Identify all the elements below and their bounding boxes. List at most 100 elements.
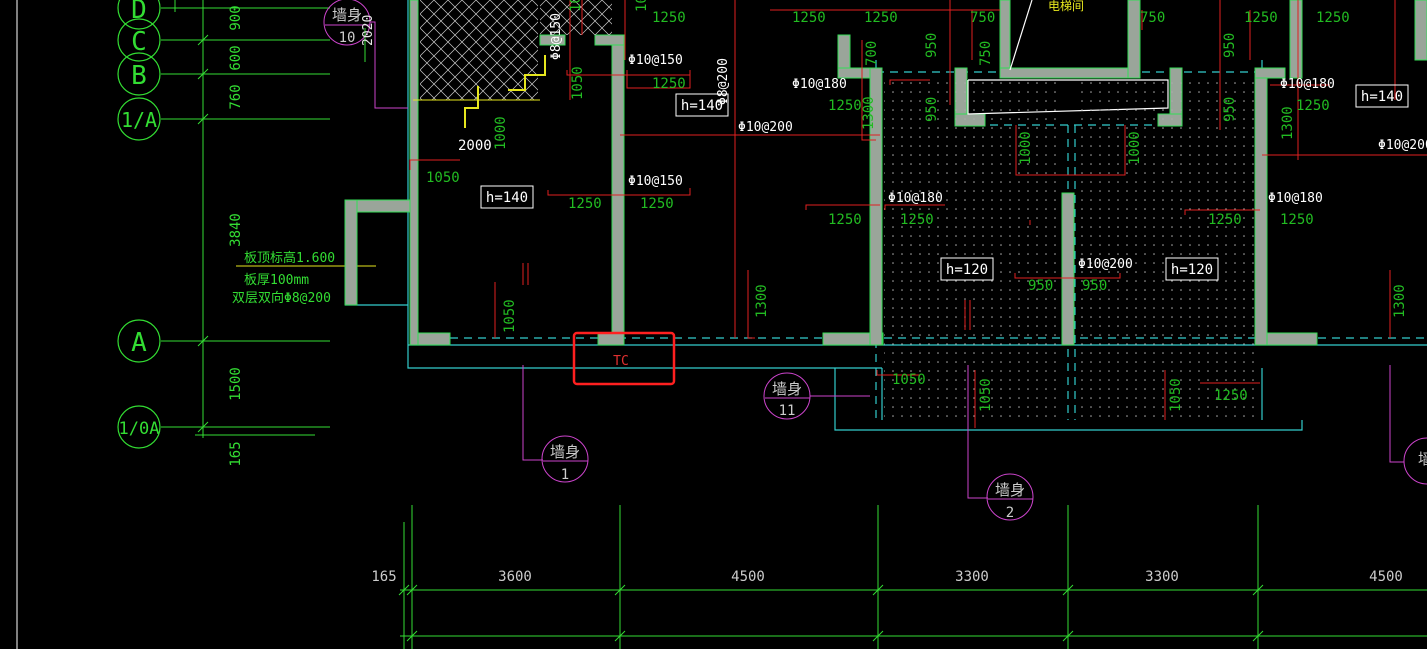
rebar-length: 1300 [861, 96, 877, 130]
vertical-dimensions: 900 600 760 3840 1500 165 [228, 5, 244, 466]
wall [1127, 0, 1141, 79]
stair-marks [413, 55, 546, 128]
rebar-length: 1000 [493, 116, 509, 150]
slab-note-line3: 双层双向Φ8@200 [232, 290, 331, 306]
rebar-length: 1050 [426, 170, 460, 186]
rebar-spec: Φ10@180 [1268, 191, 1323, 206]
dim-text: 165 [371, 569, 396, 585]
wall [594, 34, 625, 46]
rebar-length: 1050 [634, 0, 650, 12]
rebar-spec: Φ10@200 [738, 120, 793, 135]
rebar-length: 1050 [892, 372, 926, 388]
rebar-length: 1250 [828, 98, 862, 114]
wall [1061, 192, 1075, 346]
rebar-spec: Φ10@180 [792, 77, 847, 92]
axis-bubble-C[interactable]: C [117, 18, 161, 62]
wall [1414, 0, 1427, 61]
rebar-spec: Φ10@200 [1378, 138, 1427, 153]
slab-note: 板顶标高1.600 板厚100mm 双层双向Φ8@200 [232, 250, 376, 306]
wall [1289, 0, 1303, 79]
slab-thickness: h=140 [681, 98, 723, 114]
rebar-length: 1050 [570, 66, 586, 100]
dim-text: 900 [228, 5, 244, 30]
slab-note-line1: 板顶标高1.600 [244, 250, 335, 266]
dim-text: 3300 [955, 569, 989, 585]
rebar-length: 1250 [1244, 10, 1278, 26]
axis-bubble-10A[interactable]: 1/0A [117, 405, 161, 449]
wall [1254, 67, 1268, 346]
rebar-length: 1250 [652, 76, 686, 92]
wall [1266, 332, 1318, 346]
dim-text: 4500 [731, 569, 765, 585]
slab-thickness: h=140 [486, 190, 528, 206]
rebar-length: 950 [924, 33, 940, 58]
highlight-box-tc[interactable]: TC [572, 331, 676, 386]
axis-bubble-1A[interactable]: 1/A [117, 97, 161, 141]
rebar-spec: Φ10@150 [628, 53, 683, 68]
wall-tag-title: 墙身 [995, 481, 1025, 499]
rebar-spec: Φ8@200 [716, 58, 731, 105]
rebar-length: 950 [1082, 278, 1107, 294]
rebar-length: 750 [970, 10, 995, 26]
rebar-spec: Φ10@150 [628, 174, 683, 189]
rebar-length: 1250 [828, 212, 862, 228]
wall-tag-title: 墙身 [772, 380, 802, 398]
axis-label: 1/A [121, 108, 157, 132]
dim-text: 3300 [1145, 569, 1179, 585]
rebar-length: 1050 [978, 378, 994, 412]
rebar-length: 1250 [1296, 98, 1330, 114]
rebar-lines [409, 0, 1427, 428]
rebar-specs: Φ10@150 Φ10@150 Φ10@200 Φ8@150 Φ8@200 Φ1… [549, 13, 1427, 272]
slab-thickness: h=120 [946, 262, 988, 278]
rebar-length: 1250 [640, 196, 674, 212]
rebar-lengths: 1250 1250 1250 1250 1250 1250 1250 1250 … [426, 0, 1408, 412]
dim-text: 3600 [498, 569, 532, 585]
wall-tag-number: 10 [339, 30, 356, 46]
axis-label: B [131, 61, 147, 91]
dimension-grid-bottom [398, 505, 1427, 649]
axis-grid-left [161, 0, 330, 438]
wall [417, 332, 451, 346]
rebar-length: 1050 [502, 299, 518, 333]
rebar-length: 1250 [900, 212, 934, 228]
rebar-length: 2000 [458, 138, 492, 154]
rebar-length: 1250 [792, 10, 826, 26]
rebar-length: 950 [924, 97, 940, 122]
rebar-length: 1300 [754, 284, 770, 318]
dim-text: 1500 [228, 367, 244, 401]
dim-text: 3840 [228, 213, 244, 247]
slab-thickness: h=140 [1361, 89, 1403, 105]
wall-tag-title: 墙身 [550, 443, 580, 461]
rebar-length: 700 [864, 41, 880, 66]
dim-text: 760 [228, 84, 244, 109]
elevator-label: 电梯间 [1048, 0, 1084, 13]
slab-hatch [420, 0, 538, 100]
rebar-length: 950 [1222, 33, 1238, 58]
slab-thickness: h=120 [1171, 262, 1213, 278]
rebar-length: 1250 [568, 196, 602, 212]
rebar-spec: Φ10@180 [888, 191, 943, 206]
axis-bubble-B[interactable]: B [117, 52, 161, 96]
wall-tag-number: 1 [561, 467, 569, 483]
rebar-spec: Φ10@180 [1280, 77, 1335, 92]
rebar-length: 950 [1222, 97, 1238, 122]
bottom-dimensions: 165 3600 4500 3300 3300 4500 [371, 569, 1403, 585]
axis-label: 1/0A [119, 419, 160, 439]
rebar-length: 1250 [1316, 10, 1350, 26]
axis-bubble-A[interactable]: A [117, 319, 161, 363]
wall [869, 67, 883, 346]
rebar-length: 1250 [1208, 212, 1242, 228]
wall [611, 37, 625, 346]
axis-label: D [131, 0, 147, 25]
rebar-length: 1250 [1214, 388, 1248, 404]
wall [822, 332, 884, 346]
rebar-length: 1300 [1392, 284, 1408, 318]
wall [597, 332, 625, 346]
wall-dim-text: 2020 [361, 15, 376, 46]
rebar-length: 1000 [1018, 131, 1034, 165]
wall-tag-number: 2 [1006, 505, 1014, 521]
rebar-length: 1050 [1168, 378, 1184, 412]
dim-text: 4500 [1369, 569, 1403, 585]
axis-bubble-D[interactable]: D [117, 0, 161, 30]
